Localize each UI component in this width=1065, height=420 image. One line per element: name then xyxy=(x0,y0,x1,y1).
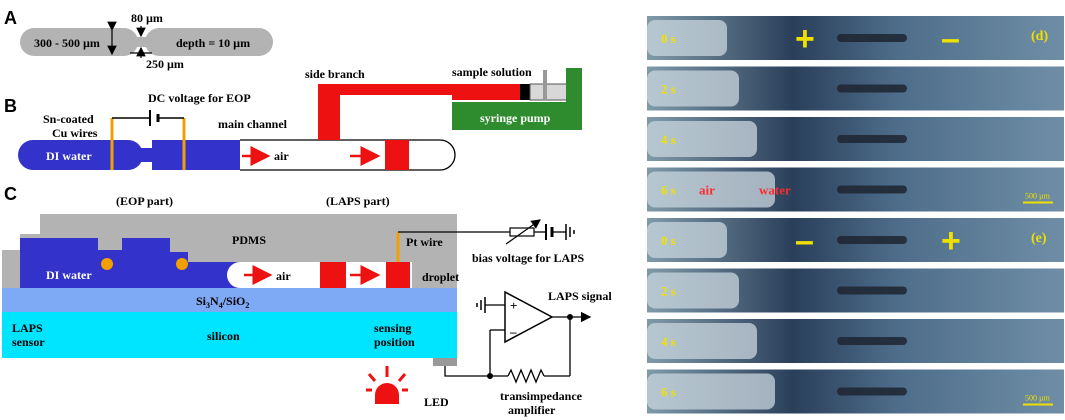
water-label-micro: water xyxy=(759,183,791,198)
di-water-label-b: DI water xyxy=(46,149,92,163)
scale-bar-label: 500 µm xyxy=(1025,192,1051,201)
time-label: 2 s xyxy=(661,82,676,97)
si3n4-subscript-4: 4 xyxy=(219,301,223,310)
si3n4-subscript-3: 3 xyxy=(206,301,210,310)
micrograph-frame: 6 s air water 500 µm xyxy=(647,167,1064,212)
pt-wire-label: Pt wire xyxy=(406,235,443,249)
time-label: 6 s xyxy=(661,183,676,198)
electrode-sign-left: – xyxy=(795,222,814,260)
panel-label-a: A xyxy=(4,8,17,28)
electrode-sign-right: – xyxy=(941,20,960,58)
di-water-label-c: DI water xyxy=(46,268,92,282)
gap-width-label: 80 µm xyxy=(131,11,163,25)
laps-part-label: (LAPS part) xyxy=(326,194,390,208)
width-range-label: 300 - 500 µm xyxy=(34,36,100,50)
time-label: 4 s xyxy=(661,132,676,147)
panel-label-c: C xyxy=(4,184,17,204)
eop-part-label: (EOP part) xyxy=(116,194,173,208)
electrode-sign-right: + xyxy=(941,222,961,260)
sensing-position-line1: sensing xyxy=(374,321,411,335)
air-label-micro: air xyxy=(699,183,715,198)
pdms-label: PDMS xyxy=(232,233,266,247)
time-label: 4 s xyxy=(661,334,676,349)
time-label: 0 s xyxy=(661,31,676,46)
op-amp-plus: + xyxy=(510,298,517,313)
electrode-sign-left: + xyxy=(795,20,815,58)
micrograph-frame: 0 s + – (d) xyxy=(647,16,1064,60)
side-branch-label: side branch xyxy=(305,67,365,81)
scale-bar-label: 500 µm xyxy=(1025,394,1051,403)
transimpedance-line2: amplifier xyxy=(508,403,556,417)
sio-text: /SiO xyxy=(222,294,246,308)
nitride-oxide-label: Si3N4/SiO2 xyxy=(196,294,249,310)
channel-schematic-a xyxy=(20,21,273,58)
air-label-c: air xyxy=(276,269,291,283)
micrograph-frame: 0 s – + (e) xyxy=(647,218,1064,262)
sensing-position-line2: position xyxy=(374,335,415,349)
bias-voltage-label: bias voltage for LAPS xyxy=(472,251,584,265)
micrograph-frame: 6 s 500 µm xyxy=(647,369,1064,414)
droplet-label: droplet xyxy=(422,270,459,284)
micrograph-frame: 2 s xyxy=(647,66,1064,111)
air-label-b: air xyxy=(274,149,289,163)
main-channel-label: main channel xyxy=(218,117,288,131)
led-label: LED xyxy=(424,395,449,409)
main-channel-b xyxy=(18,68,582,171)
silicon-label: silicon xyxy=(207,329,240,343)
syringe-pump-label: syringe pump xyxy=(480,111,551,125)
transimpedance-line1: transimpedance xyxy=(500,389,583,403)
sample-solution-label: sample solution xyxy=(452,65,532,79)
laps-sensor-line2: sensor xyxy=(12,335,45,349)
si-text: Si xyxy=(196,294,207,308)
n-text: N xyxy=(210,294,219,308)
laps-sensor-line1: LAPS xyxy=(12,321,43,335)
laps-signal-label: LAPS signal xyxy=(548,289,612,303)
wires-label-line1: Sn-coated xyxy=(43,112,94,126)
panel-label-micro: (e) xyxy=(1031,231,1047,246)
depth-label: depth = 10 µm xyxy=(176,36,250,50)
micrograph-frames: 0 s + – (d) 2 s 4 s 6 s air water 500 µm 0 s – + (e) 2… xyxy=(647,16,1064,414)
op-amp-minus: – xyxy=(509,324,517,339)
laps-device-c xyxy=(2,214,592,404)
wires-label-line2: Cu wires xyxy=(52,126,98,140)
panel-label-b: B xyxy=(4,96,17,116)
sio2-subscript: 2 xyxy=(245,301,249,310)
dc-voltage-label: DC voltage for EOP xyxy=(148,91,251,105)
gap-length-label: 250 µm xyxy=(146,57,184,71)
time-label: 2 s xyxy=(661,284,676,299)
micrograph-frame: 4 s xyxy=(647,117,1064,161)
micrograph-frame: 2 s xyxy=(647,268,1064,313)
micrograph-frame: 4 s xyxy=(647,319,1064,363)
time-label: 6 s xyxy=(661,385,676,400)
panel-label-micro: (d) xyxy=(1031,29,1048,44)
time-label: 0 s xyxy=(661,233,676,248)
